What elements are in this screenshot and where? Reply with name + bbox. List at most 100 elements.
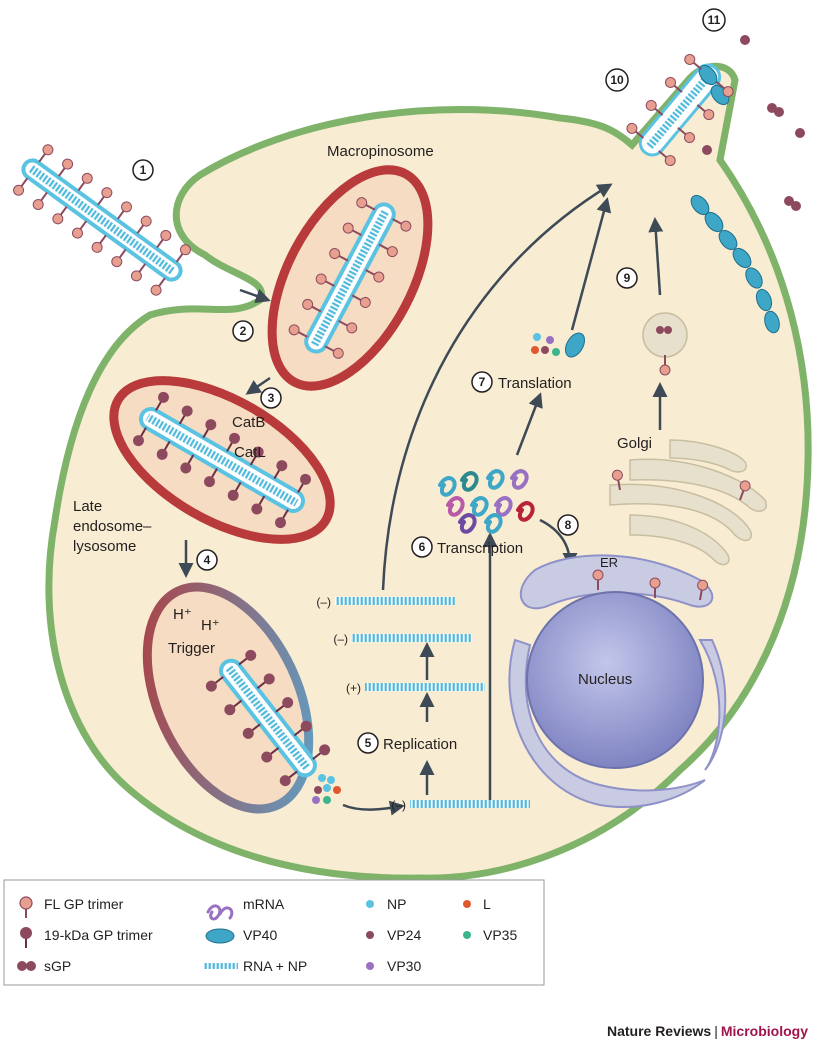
gp-trimer-icon (249, 446, 264, 466)
incoming-virion (21, 158, 183, 282)
svg-text:2: 2 (240, 324, 247, 338)
svg-text:5: 5 (365, 736, 372, 750)
svg-text:10: 10 (610, 73, 624, 87)
journal-credit: Nature Reviews|Microbiology (607, 1023, 808, 1039)
step-8: 8 (557, 514, 579, 536)
legend-np: NP (387, 896, 406, 912)
gp-trimer-icon (32, 191, 48, 211)
step-10: 10 (605, 68, 629, 92)
gp-trimer-icon (205, 676, 224, 692)
sgp-icon (17, 961, 36, 971)
vp40-layer (690, 64, 780, 334)
labels: Macropinosome CatB CatL Late endosome– l… (73, 143, 652, 812)
gp-trimer-icon (293, 720, 312, 737)
gp-trimer-icon (351, 294, 371, 308)
step-4: 4 (196, 549, 218, 571)
gp-trimer-icon (136, 215, 152, 234)
label-strand-neg-1: (–) (316, 595, 331, 609)
label-strand-pos: (+) (346, 681, 361, 695)
gp-trimer-icon (329, 248, 349, 262)
gp-trimer-icon (592, 569, 604, 590)
journal-name: Nature Reviews (606, 1023, 712, 1039)
gp-trimer-icon (175, 244, 191, 263)
gp-trimer-icon (130, 263, 147, 282)
gp-trimer-icon (279, 770, 298, 787)
gp-trimer-icon (273, 460, 288, 480)
gp-trimer-icon (356, 197, 376, 211)
label-late-3: lysosome (73, 538, 136, 555)
gp-trimer-icon (275, 509, 289, 529)
legend-l: L (483, 896, 491, 912)
gp-trimer-icon (392, 218, 412, 232)
legend-vp30: VP30 (387, 958, 421, 974)
label-replication: Replication (383, 736, 457, 753)
label-golgi: Golgi (617, 435, 652, 452)
svg-text:4: 4 (204, 553, 211, 567)
gp-trimer-icon (77, 172, 93, 192)
gp-trimer-icon (150, 277, 166, 296)
step-badges: 1 2 3 4 5 6 7 8 9 10 11 (132, 8, 726, 754)
legend-vp24: VP24 (387, 927, 421, 943)
gp-trimer-icon (111, 248, 127, 268)
mrna-cluster (438, 469, 535, 534)
label-h-plus-1: H⁺ (173, 606, 192, 623)
gp-trimer-icon (697, 579, 709, 601)
gp-trimer-icon (52, 206, 68, 225)
gp-trimer-icon (156, 229, 172, 249)
flow-arrows (178, 183, 668, 816)
legend-vp40: VP40 (243, 927, 277, 943)
svg-text:3: 3 (268, 391, 275, 405)
gp-trimer-icon (204, 468, 218, 488)
label-macropinosome: Macropinosome (327, 143, 434, 160)
vp35-icon (463, 931, 471, 939)
er-and-nucleus (508, 554, 727, 808)
vp30-icon (366, 962, 374, 970)
gp-trimer-icon (202, 419, 217, 439)
svg-text:8: 8 (565, 518, 572, 532)
step-3: 3 (260, 387, 282, 409)
gp-trimer-icon (156, 440, 171, 460)
gp-trimer-icon (659, 355, 671, 376)
gp-trimer-icon (91, 234, 107, 253)
gp-trimer-icon (324, 345, 344, 359)
step-9: 9 (616, 267, 638, 289)
gp-trimer-icon (312, 744, 331, 760)
gp19-trimer-icon (20, 927, 32, 948)
gp-trimer-icon (342, 222, 362, 237)
gp-trimer-icon (365, 269, 385, 283)
legend-vp35: VP35 (483, 927, 517, 943)
translation-products (531, 332, 585, 358)
step-11: 11 (702, 8, 726, 32)
legend: FL GP trimer 19-kDa GP trimer sGP mRNA V… (3, 879, 545, 986)
legend-rna-np: RNA + NP (243, 958, 307, 974)
label-strand-neg-2: (–) (333, 632, 348, 646)
step-5: 5 (357, 732, 379, 754)
step-2: 2 (232, 320, 254, 342)
transport-vesicle (642, 312, 688, 358)
legend-fl-gp: FL GP trimer (44, 896, 124, 912)
label-late-1: Late (73, 498, 102, 515)
gp-trimer-icon (649, 577, 661, 598)
gp-trimer-icon (715, 81, 734, 98)
gp-trimer-icon (256, 673, 275, 689)
gp-trimer-icon (378, 243, 398, 258)
gp-trimer-icon (38, 144, 54, 163)
er (519, 554, 714, 610)
legend-19kda-gp: 19-kDa GP trimer (44, 927, 153, 943)
credit-separator: | (714, 1023, 718, 1039)
vp40-icon (205, 928, 235, 944)
gp-trimer-icon (261, 747, 280, 763)
svg-text:6: 6 (419, 540, 426, 554)
gp-trimer-icon (180, 454, 195, 474)
svg-text:1: 1 (140, 163, 147, 177)
label-er: ER (600, 555, 618, 570)
gp-trimer-icon (626, 122, 645, 139)
rna-np-icon (204, 963, 238, 969)
step-1: 1 (132, 159, 154, 181)
svg-text:7: 7 (479, 375, 486, 389)
gp-trimer-icon (224, 699, 243, 716)
gp-trimer-icon (57, 158, 74, 177)
gp-trimer-icon (116, 201, 133, 220)
